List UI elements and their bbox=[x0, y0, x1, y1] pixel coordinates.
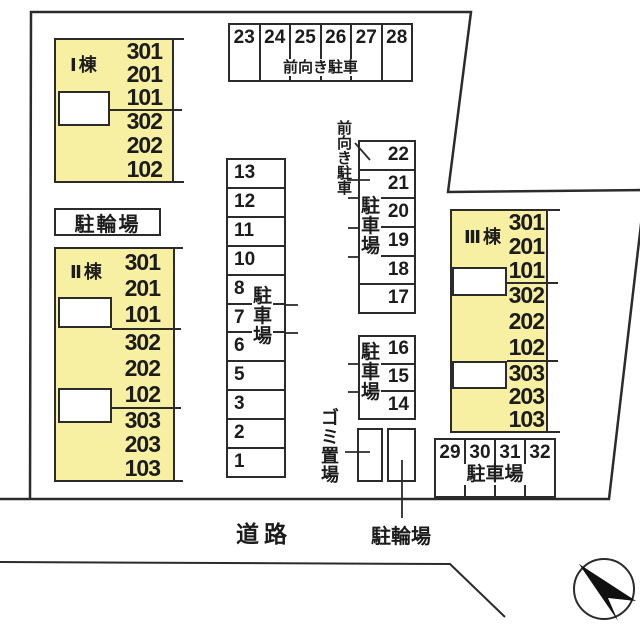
road-edge-line bbox=[0, 561, 506, 618]
unit-number: 301 bbox=[126, 38, 163, 64]
building-2-entrance-1 bbox=[58, 297, 112, 328]
bicycle-parking-south-label: 駐輪場 bbox=[371, 526, 431, 548]
unit-number: 302 bbox=[126, 108, 163, 135]
parking-row-top: 23 24 25 26 27 28 前向き駐車 bbox=[228, 23, 413, 82]
unit-number: 303 bbox=[508, 360, 545, 386]
building-1: Ⅰ棟 301 201 101 302 202 102 bbox=[54, 38, 184, 183]
bicycle-parking-south-box bbox=[387, 428, 416, 482]
parking-space-1: 1 bbox=[228, 447, 284, 476]
unit-number: 201 bbox=[126, 61, 163, 87]
parking-column-east: 22 21 20 19 18 17 駐車場 bbox=[358, 140, 416, 314]
unit-number: 201 bbox=[508, 233, 545, 259]
parking-space-22: 22 bbox=[387, 143, 409, 165]
parking-space-13: 13 bbox=[234, 162, 256, 184]
building-3: Ⅲ棟 301 201 101 302 202 102 303 203 103 bbox=[450, 209, 560, 433]
unit-number: 302 bbox=[508, 282, 545, 309]
unit-number: 103 bbox=[124, 454, 161, 481]
building-2-name: Ⅱ棟 bbox=[70, 262, 104, 282]
unit-number: 201 bbox=[124, 274, 161, 301]
building-2-units-b: 302 202 102 bbox=[112, 328, 161, 407]
building-1-name: Ⅰ棟 bbox=[70, 55, 99, 75]
front-facing-parking-note: 前向き駐車 bbox=[280, 59, 360, 76]
unit-number: 202 bbox=[126, 132, 163, 158]
unit-number: 203 bbox=[508, 383, 545, 409]
parking-space-3: 3 bbox=[228, 389, 284, 418]
parking-space-21: 21 bbox=[360, 168, 414, 198]
unit-number: 102 bbox=[124, 380, 161, 407]
compass-icon bbox=[573, 558, 636, 621]
parking-space-11: 11 bbox=[228, 215, 284, 245]
building-2-balcony-strip bbox=[173, 249, 183, 480]
building-1-units-b: 302 202 102 bbox=[112, 108, 163, 182]
parking-space-17: 17 bbox=[360, 283, 414, 312]
road-label: 道路 bbox=[236, 521, 292, 547]
parking-space-10: 10 bbox=[228, 244, 284, 274]
parking-column-south: 16 15 14 駐車場 bbox=[358, 335, 416, 420]
unit-number: 302 bbox=[124, 328, 161, 355]
unit-number: 301 bbox=[124, 248, 161, 275]
parking-space-2: 2 bbox=[228, 418, 284, 447]
garbage-area-label: ゴミ置場 bbox=[320, 408, 340, 485]
building-3-units-a: 301 201 101 bbox=[496, 209, 545, 283]
building-3-units-c: 303 203 103 bbox=[496, 360, 545, 432]
building-1-units-a: 301 201 101 bbox=[112, 38, 163, 110]
parking-space-12: 12 bbox=[228, 186, 284, 216]
parking-lot-label-center: 駐車場 bbox=[252, 286, 273, 347]
unit-number: 103 bbox=[508, 406, 545, 432]
building-3-balcony-strip bbox=[546, 211, 560, 431]
unit-number: 101 bbox=[508, 256, 545, 283]
building-2-entrance-2 bbox=[58, 388, 112, 423]
unit-number: 101 bbox=[126, 84, 163, 110]
building-3-units-b: 302 202 102 bbox=[496, 282, 545, 360]
unit-number: 102 bbox=[508, 333, 545, 360]
unit-number: 202 bbox=[124, 354, 161, 381]
building-2: Ⅱ棟 301 201 101 302 202 102 303 203 103 bbox=[54, 247, 183, 482]
parking-column-center: 13 12 11 10 8 7 6 5 3 2 1 駐車場 bbox=[226, 158, 286, 478]
front-facing-parking-note-east: 前向き駐車 bbox=[336, 120, 353, 197]
parking-space-5: 5 bbox=[228, 360, 284, 389]
parking-space-18: 18 bbox=[360, 254, 414, 284]
unit-number: 102 bbox=[126, 155, 163, 182]
building-1-entrance bbox=[58, 91, 110, 126]
parking-lot-label-south: 駐車場 bbox=[360, 342, 381, 403]
building-2-units-a: 301 201 101 bbox=[112, 248, 161, 328]
garbage-area-box bbox=[357, 428, 383, 482]
unit-number: 203 bbox=[124, 431, 161, 457]
unit-number: 303 bbox=[124, 407, 161, 434]
unit-number: 202 bbox=[508, 308, 545, 334]
unit-number: 101 bbox=[124, 301, 161, 328]
unit-number: 301 bbox=[508, 209, 545, 236]
building-2-units-c: 303 203 103 bbox=[112, 407, 161, 481]
parking-row-southeast: 29 30 31 32 駐車場 bbox=[434, 438, 556, 498]
bicycle-parking-north: 駐輪場 bbox=[54, 208, 161, 236]
parking-lot-label-east: 駐車場 bbox=[360, 196, 381, 257]
parking-lot-label-southeast: 駐車場 bbox=[464, 464, 526, 485]
